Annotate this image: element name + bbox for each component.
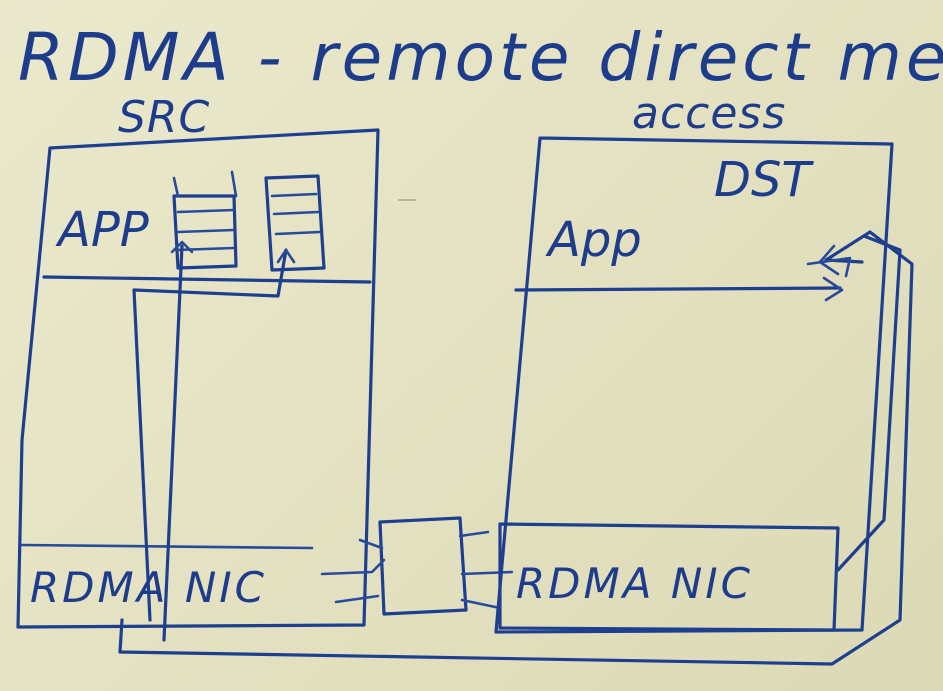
switch-left-links (320, 538, 386, 604)
dst-nic-box (498, 522, 840, 632)
src-buffer-to-nic-path (162, 244, 184, 642)
src-app-label: APP (55, 202, 149, 258)
src-buffer-box-2 (264, 174, 326, 272)
src-bypass-path (132, 248, 288, 622)
src-buffer-lines-2 (270, 192, 322, 236)
src-app-divider (42, 275, 372, 284)
src-label: SRC (118, 92, 210, 143)
dst-app-arrow-tail (806, 256, 852, 278)
src-bypass-arrowhead (276, 248, 296, 264)
dst-app-label: App (545, 212, 642, 268)
src-nic-label: RDMA NIC (30, 563, 267, 612)
diagram-title-line1: RDMA - remote direct mem (18, 19, 943, 96)
src-buffer-lines (174, 208, 236, 252)
dst-nic-label: RDMA NIC (516, 559, 753, 608)
src-buffer-box (172, 194, 238, 270)
rdma-loop-path (118, 230, 914, 666)
dst-host-box (494, 136, 894, 634)
diagram-title-line2: access (632, 88, 786, 139)
dst-app-divider (514, 286, 842, 292)
dst-nic-to-app-path (836, 234, 902, 572)
dst-app-divider-arrow (822, 276, 844, 302)
src-buffer-legs (172, 170, 238, 198)
network-switch-box (378, 516, 468, 616)
src-buffer-marker (170, 240, 194, 254)
src-host-box (16, 128, 380, 629)
dst-label: DST (714, 152, 814, 208)
switch-right-links (458, 530, 514, 610)
